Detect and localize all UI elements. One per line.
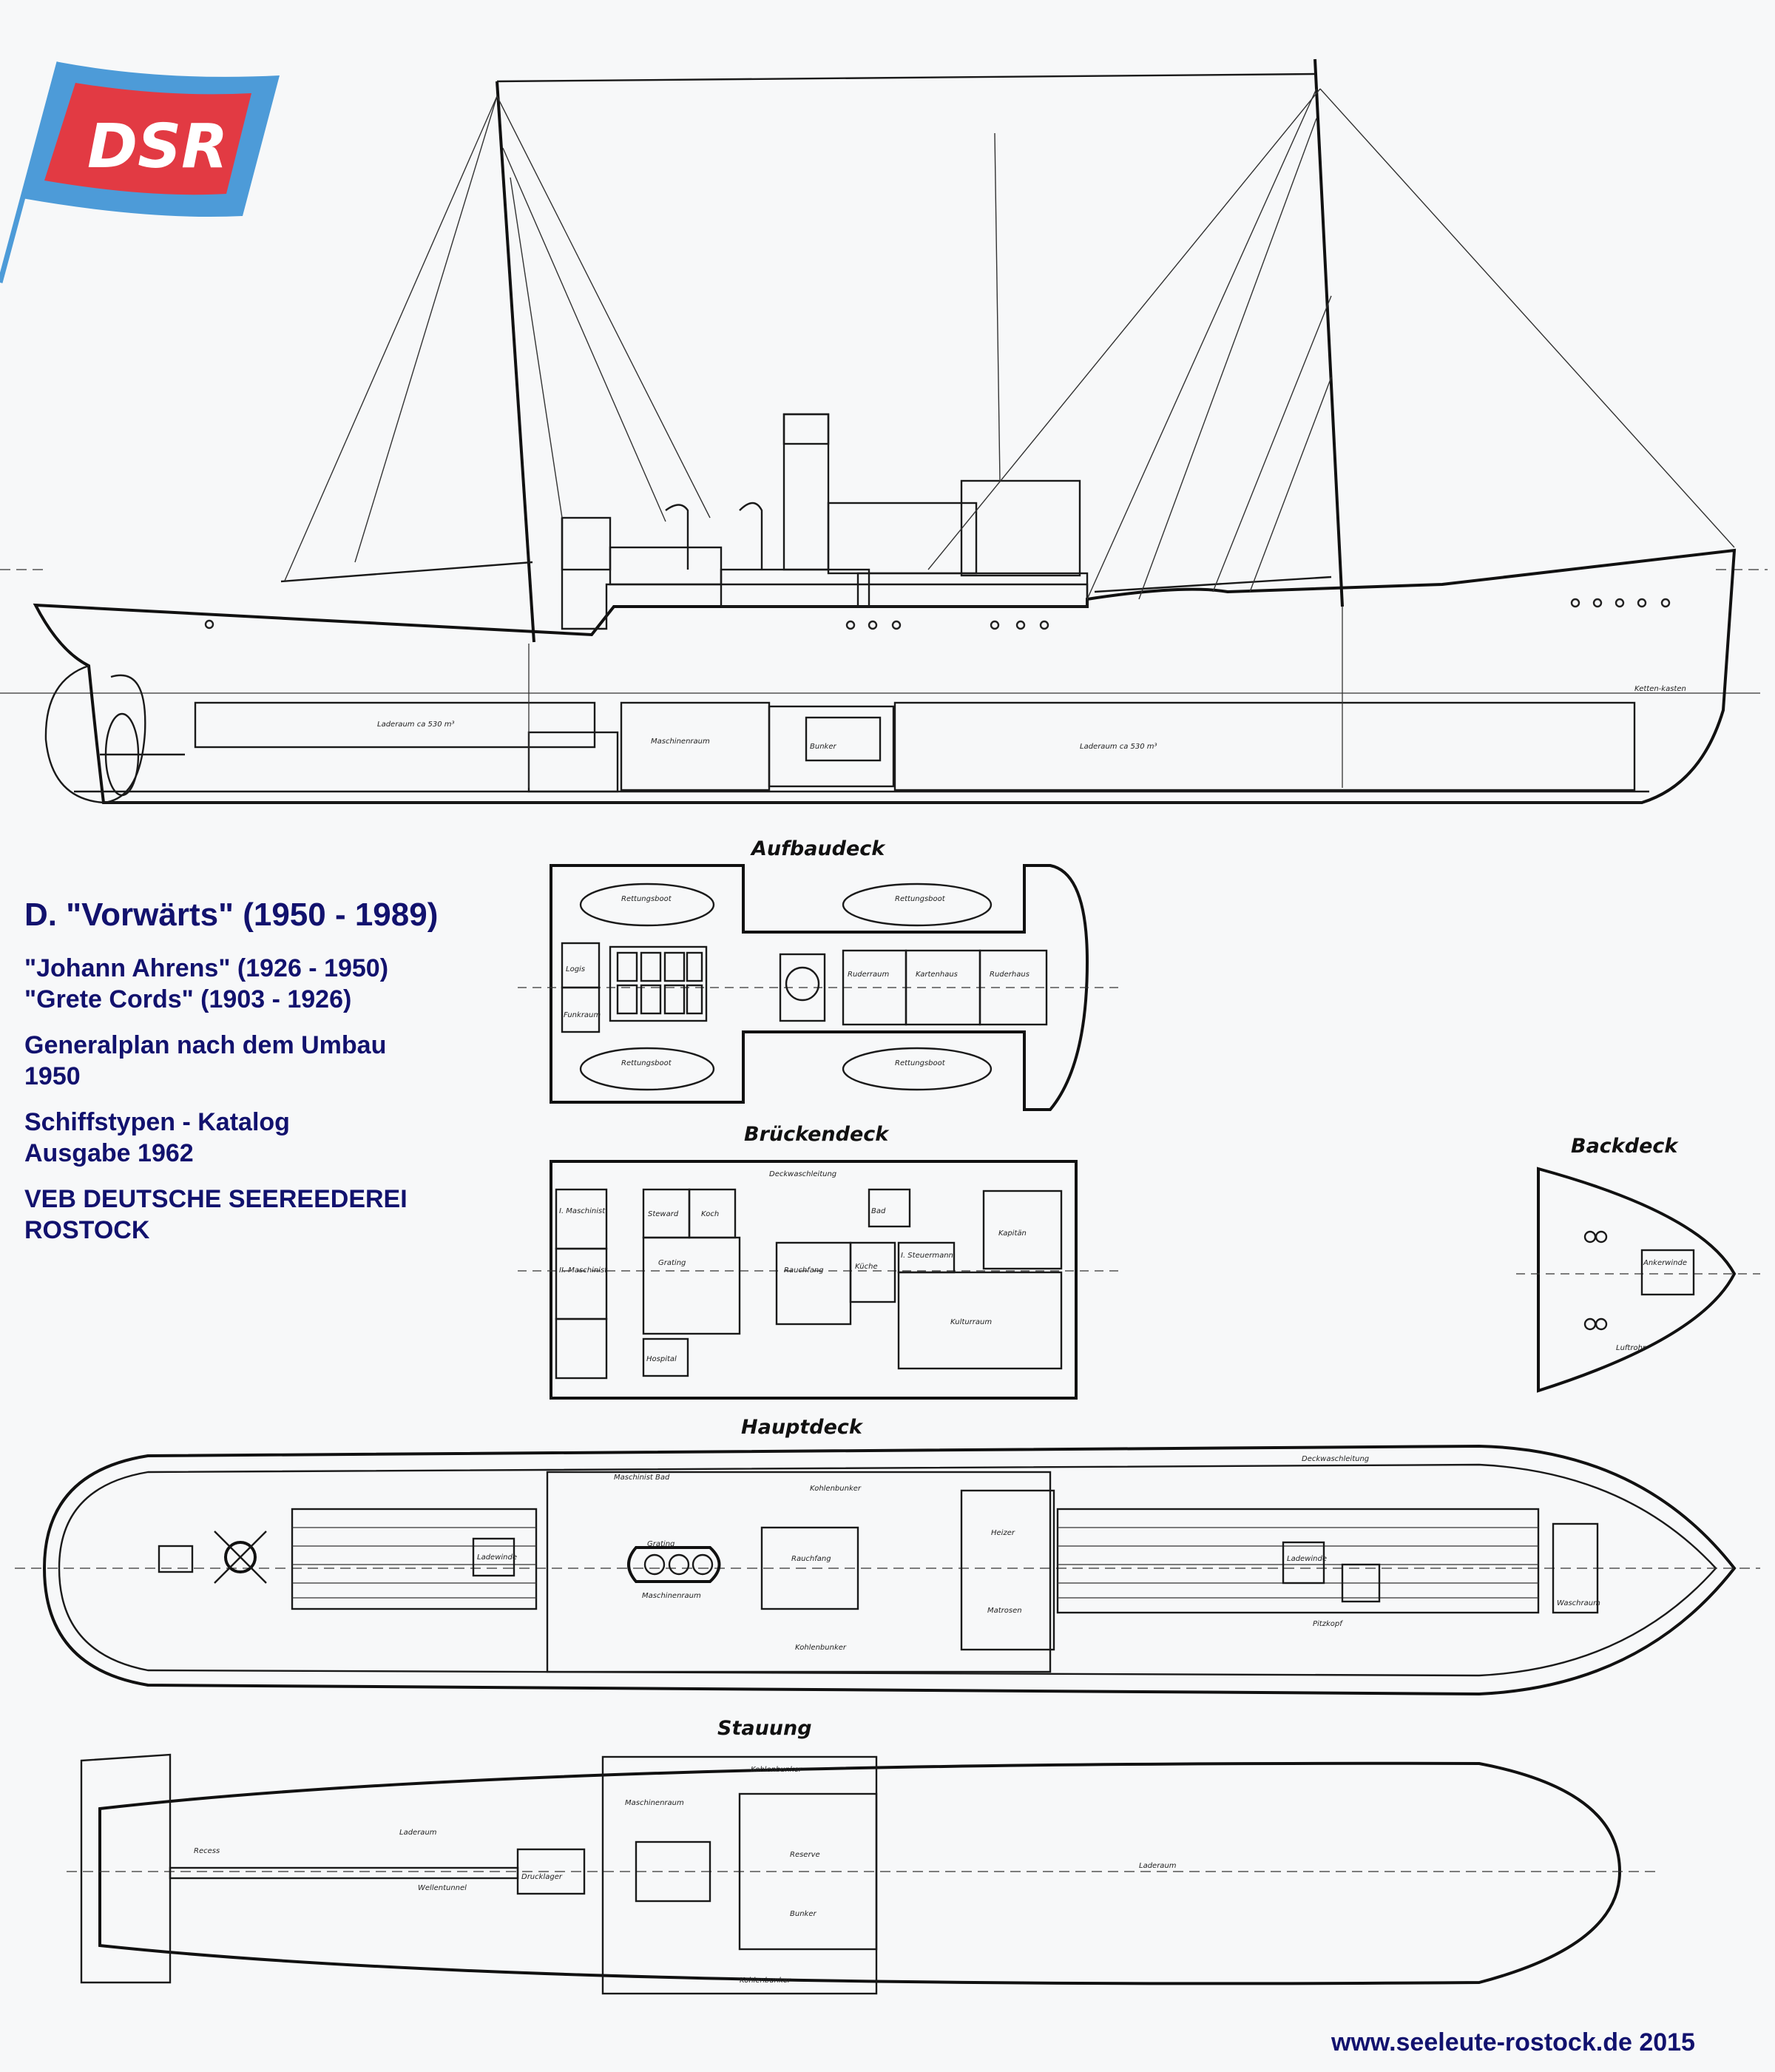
company-line-1: VEB DEUTSCHE SEEREEDEREI [24,1185,408,1213]
maschinist-bad-label: Maschinist Bad [614,1474,670,1482]
hauptdeck-plan: Ladewinde Maschinist Bad Kohlenbunker Gr… [15,1444,1760,1696]
matrosen-label: Matrosen [987,1607,1022,1615]
backdeck-title: Backdeck [1571,1135,1679,1158]
maschinist2-label: II. Maschinist [559,1266,608,1275]
luftrohr-label: Luftrohr [1616,1344,1646,1352]
wellentunnel-label: Wellentunnel [418,1884,467,1892]
deckwaschleitung-main-label: Deckwaschleitung [1302,1455,1369,1463]
hospital-label: Hospital [646,1355,677,1363]
funkraum-label: Funkraum [564,1011,601,1019]
drucklager-label: Drucklager [521,1873,563,1881]
laderaum-stau-fwd-label: Laderaum [1139,1862,1177,1870]
kueche-label: Küche [855,1263,878,1271]
ruderhaus-label: Ruderhaus [990,971,1030,979]
hauptdeck-title: Hauptdeck [741,1416,864,1439]
kohlenbunker-stau-label: Kohlenbunker [751,1766,802,1774]
rettungsboot-aft2-label: Rettungsboot [621,1059,672,1067]
grating-main-label: Grating [647,1540,674,1548]
bad-label: Bad [871,1207,886,1215]
bunker-label: Bunker [810,743,836,751]
catalog-line-1: Schiffstypen - Katalog [24,1108,290,1136]
steuermann1-label: I. Steuermann [901,1252,953,1260]
maschinenraum-main-label: Maschinenraum [642,1592,701,1600]
rauchfang-main-label: Rauchfang [791,1555,831,1563]
wasch-label: Waschraum [1557,1599,1600,1607]
kartenhaus-label: Kartenhaus [916,971,958,979]
stauung-title: Stauung [717,1717,812,1740]
former-name-2: "Grete Cords" (1903 - 1926) [24,985,352,1013]
laderaum-fwd-label: Laderaum ca 530 m³ [1080,743,1157,751]
kohlenbunker-label: Kohlenbunker [810,1485,862,1493]
side-elevation: Laderaum ca 530 m³ Maschinenraum Bunker … [0,58,1768,804]
maschinenraum-stau-label: Maschinenraum [625,1799,684,1807]
ladewinde-fwd-label: Ladewinde [1287,1555,1327,1563]
kohlenbunker-stau2-label: Kohlenbunker [740,1977,791,1985]
ship-title: D. "Vorwärts" (1950 - 1989) [24,897,439,933]
maschinenraum-label: Maschinenraum [651,738,710,746]
plan-line-1: Generalplan nach dem Umbau [24,1031,387,1059]
brueckendeck-title: Brückendeck [744,1123,890,1146]
laderaum-stau-aft-label: Laderaum [399,1829,437,1837]
deckwaschleitung-label: Deckwaschleitung [769,1170,836,1178]
grating-label: Grating [658,1259,686,1267]
kapitaen-label: Kapitän [998,1229,1027,1238]
laderaum-aft-label: Laderaum ca 530 m³ [377,721,455,729]
plan-line-2: 1950 [24,1062,81,1090]
former-name-1: "Johann Ahrens" (1926 - 1950) [24,954,389,982]
maschinist1-label: I. Maschinist [559,1207,606,1215]
company-line-2: ROSTOCK [24,1216,150,1244]
steward-label: Steward [648,1210,679,1218]
aufbaudeck-plan: Logis Funkraum Rettungsboot Rettungsboot… [518,864,1124,1111]
footer-url: www.seeleute-rostock.de 2015 [1331,2028,1695,2056]
rettungsboot-fwd2-label: Rettungsboot [895,1059,946,1067]
rauchfang-label: Rauchfang [784,1266,824,1275]
dsr-flag-logo: DSR [0,61,280,283]
catalog-line-2: Ausgabe 1962 [24,1139,194,1167]
recess-label: Recess [194,1847,220,1855]
stauung-plan: Drucklager Laderaum Wellentunnel Recess … [67,1753,1657,1995]
brueckendeck-plan: Deckwaschleitung I. Maschinist II. Masch… [518,1160,1124,1400]
aufbaudeck-title: Aufbaudeck [750,837,886,860]
logis-label: Logis [566,965,585,973]
ladewinde-aft-label: Ladewinde [477,1553,517,1562]
info-block: D. "Vorwärts" (1950 - 1989) "Johann Ahre… [24,897,438,1246]
rettungsboot-fwd-label: Rettungsboot [895,895,946,903]
kohlenbunker2-label: Kohlenbunker [795,1644,847,1652]
pitzkopf-label: Pitzkopf [1313,1620,1343,1628]
ankerwinde-label: Ankerwinde [1643,1259,1687,1267]
rettungsboot-aft-label: Rettungsboot [621,895,672,903]
koch-label: Koch [701,1210,719,1218]
flag-text: DSR [87,112,228,182]
kettenkasten-label: Ketten-kasten [1634,685,1686,693]
bunker-stau-label: Bunker [790,1910,816,1918]
reserve-label: Reserve [790,1851,820,1859]
kulturraum-label: Kulturraum [950,1318,992,1326]
heizer-label: Heizer [991,1529,1015,1537]
backdeck-plan: Ankerwinde Luftrohr [1516,1167,1760,1393]
ruderraum-label: Ruderraum [848,971,889,979]
